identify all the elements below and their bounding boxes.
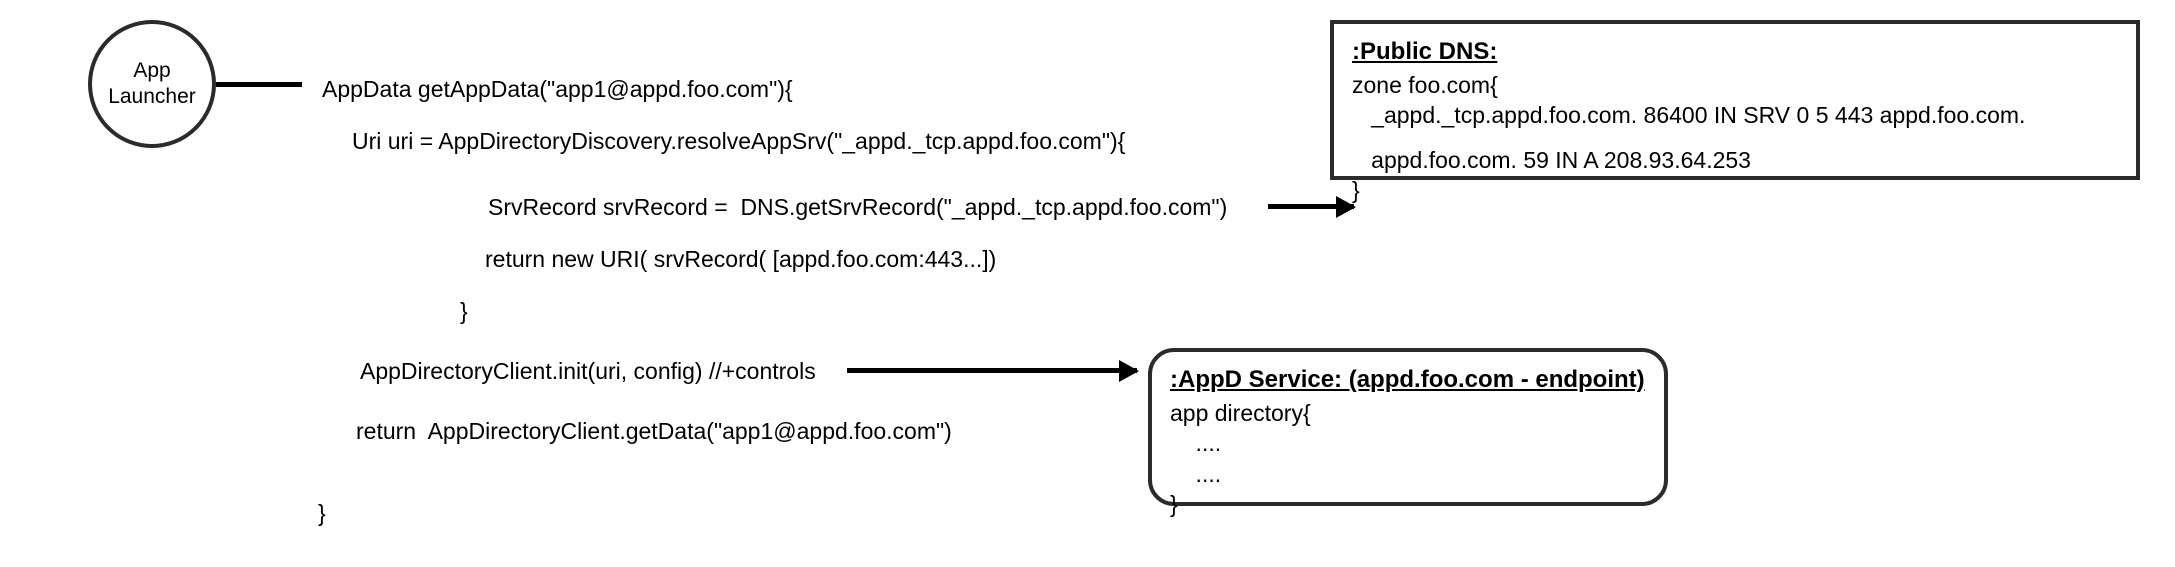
public-dns-line-1: _appd._tcp.appd.foo.com. 86400 IN SRV 0 …: [1352, 102, 2026, 129]
code-line-close-brace-outer: }: [318, 500, 326, 526]
public-dns-line-0: zone foo.com{: [1352, 72, 1498, 98]
node-box-appd-service: :AppD Service: (appd.foo.com - endpoint)…: [1148, 348, 1668, 517]
node-box-public-dns: :Public DNS: zone foo.com{ _appd._tcp.ap…: [1330, 20, 2140, 203]
appd-service-line-0: app directory{: [1170, 400, 1311, 426]
code-line-get-app-data: AppData getAppData("app1@appd.foo.com"){: [322, 76, 793, 102]
appd-service-line-3: }: [1170, 491, 1178, 518]
actor-app-launcher: App Launcher: [88, 20, 216, 148]
appd-service-line-2: ....: [1170, 460, 1222, 487]
arrow-to-dns-box: [1268, 204, 1354, 209]
code-line-close-brace-inner: }: [460, 298, 468, 324]
code-line-return-client-data: return AppDirectoryClient.getData("app1@…: [356, 418, 952, 444]
arrow-to-appd-box: [847, 368, 1137, 373]
public-dns-title: :Public DNS:: [1352, 38, 1498, 65]
public-dns-line-2: [1352, 131, 2118, 145]
actor-label-line2: Launcher: [108, 85, 196, 108]
code-line-client-init: AppDirectoryClient.init(uri, config) //+…: [360, 358, 816, 384]
public-dns-line-3: appd.foo.com. 59 IN A 208.93.64.253: [1352, 146, 1751, 173]
appd-service-line-1: ....: [1170, 430, 1222, 457]
code-line-get-srv-record: SrvRecord srvRecord = DNS.getSrvRecord("…: [488, 194, 1228, 220]
actor-connector-line: [216, 82, 302, 87]
appd-service-title: :AppD Service: (appd.foo.com - endpoint): [1170, 366, 1645, 393]
public-dns-line-4: }: [1352, 177, 1360, 204]
code-line-return-new-uri: return new URI( srvRecord( [appd.foo.com…: [485, 246, 997, 272]
actor-label-line1: App: [133, 59, 171, 83]
code-line-resolve-app-srv: Uri uri = AppDirectoryDiscovery.resolveA…: [352, 128, 1126, 154]
